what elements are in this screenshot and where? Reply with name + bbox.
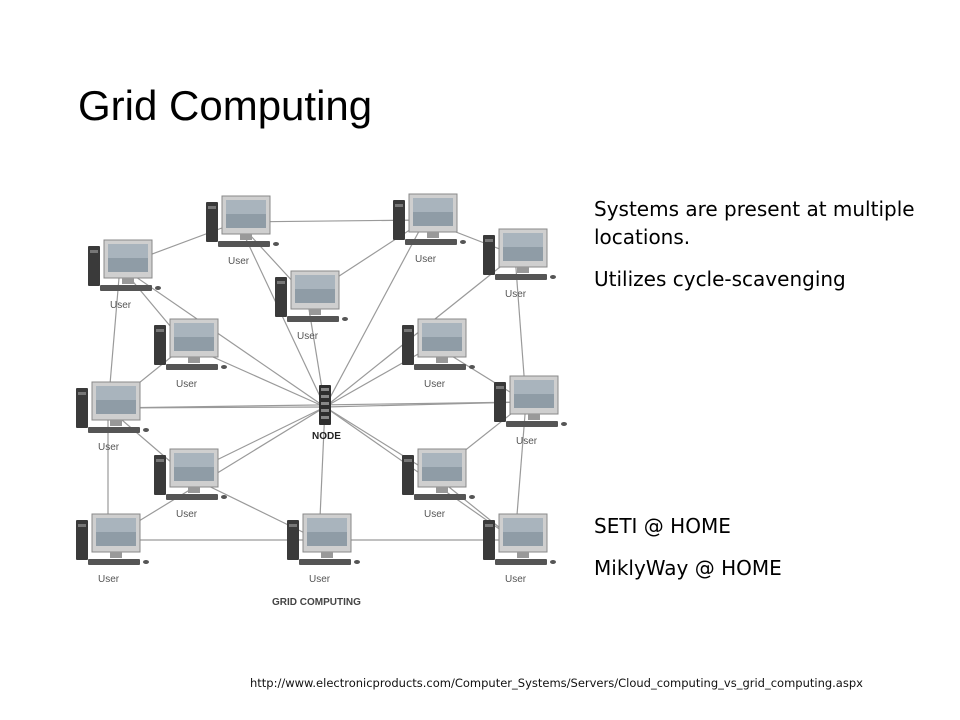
- link-line: [107, 401, 527, 409]
- user-label: User: [176, 379, 198, 390]
- user-computer-icon: User: [88, 239, 161, 311]
- user-computer-icon: User: [275, 270, 348, 342]
- user-computer-icon: User: [76, 513, 149, 585]
- central-node: NODE: [312, 385, 341, 442]
- user-computer-icon: User: [483, 228, 556, 300]
- source-url: http://www.electronicproducts.com/Comput…: [250, 676, 863, 690]
- bullet-seti: SETI @ HOME: [594, 514, 731, 538]
- user-label: User: [297, 331, 319, 342]
- bullet-list-bottom: SETI @ HOME MiklyWay @ HOME: [594, 512, 924, 596]
- user-computer-icon: User: [393, 193, 466, 265]
- bullet-cycle-scavenging: Utilizes cycle-scavenging: [594, 267, 846, 291]
- bullet-systems: Systems are present at multiple location…: [594, 197, 915, 249]
- network-links: [107, 219, 527, 541]
- node-label: NODE: [312, 431, 341, 442]
- user-label: User: [505, 289, 527, 300]
- hub-link-line: [324, 219, 426, 408]
- user-computer-icon: User: [402, 318, 475, 390]
- hub-link-line: [324, 344, 435, 408]
- user-label: User: [516, 436, 538, 447]
- user-computer-icon: User: [287, 513, 360, 585]
- user-label: User: [309, 574, 331, 585]
- user-label: User: [98, 574, 120, 585]
- user-label: User: [424, 379, 446, 390]
- bullet-list-top: Systems are present at multiple location…: [594, 195, 924, 307]
- hub-link-line: [324, 401, 527, 408]
- user-label: User: [110, 300, 132, 311]
- user-computer-icon: User: [402, 448, 475, 520]
- user-computer-icon: User: [76, 381, 149, 453]
- bullet-milkyway: MiklyWay @ HOME: [594, 556, 782, 580]
- user-computer-icon: User: [154, 318, 227, 390]
- user-label: User: [505, 574, 527, 585]
- user-computer-icon: User: [206, 195, 279, 267]
- hub-link-line: [324, 406, 435, 476]
- user-label: User: [228, 256, 250, 267]
- user-computer-icon: User: [483, 513, 556, 585]
- user-computer-icon: User: [154, 448, 227, 520]
- slide-title: Grid Computing: [78, 82, 373, 129]
- diagram-caption: GRID COMPUTING: [272, 597, 361, 608]
- hub-link-line: [119, 265, 326, 408]
- user-label: User: [176, 509, 198, 520]
- user-label: User: [415, 254, 437, 265]
- hub-link-line: [107, 406, 326, 409]
- user-label: User: [98, 442, 120, 453]
- user-label: User: [424, 509, 446, 520]
- user-computer-icon: User: [494, 375, 567, 447]
- server-node-icon: [319, 385, 331, 425]
